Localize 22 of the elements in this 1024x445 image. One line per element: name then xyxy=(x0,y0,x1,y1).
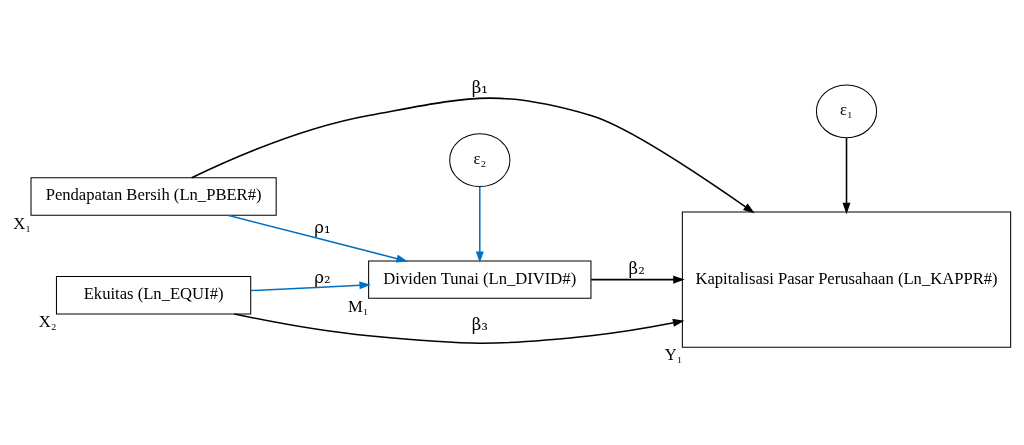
edge-label: ρ₂ xyxy=(314,267,331,287)
node-ellipse: ε₂ xyxy=(449,132,511,187)
edge-label: β₂ xyxy=(628,258,645,278)
node-label: X₁ xyxy=(13,213,32,233)
arrow xyxy=(842,136,851,214)
node-box: Kapitalisasi Pasar Perusahaan (Ln_KAPPR#) xyxy=(681,211,1012,348)
node-label: Y₁ xyxy=(664,344,683,364)
arrow xyxy=(233,312,685,344)
arrow xyxy=(475,185,484,263)
arrow xyxy=(227,214,408,262)
arrow xyxy=(190,96,755,213)
edge-label: ρ₁ xyxy=(314,217,331,237)
node-box: Ekuitas (Ln_EQUI#) xyxy=(55,275,252,314)
edge-label: β₃ xyxy=(471,314,488,334)
arrow xyxy=(590,275,685,284)
edge-label: β₁ xyxy=(471,77,488,97)
node-ellipse: ε₁ xyxy=(815,83,878,138)
node-box: Dividen Tunai (Ln_DIVID#) xyxy=(368,259,592,299)
arrow xyxy=(250,280,371,291)
node-label: M₁ xyxy=(347,296,369,316)
node-box: Pendapatan Bersih (Ln_PBER#) xyxy=(30,176,277,216)
node-label: X₂ xyxy=(38,311,57,331)
